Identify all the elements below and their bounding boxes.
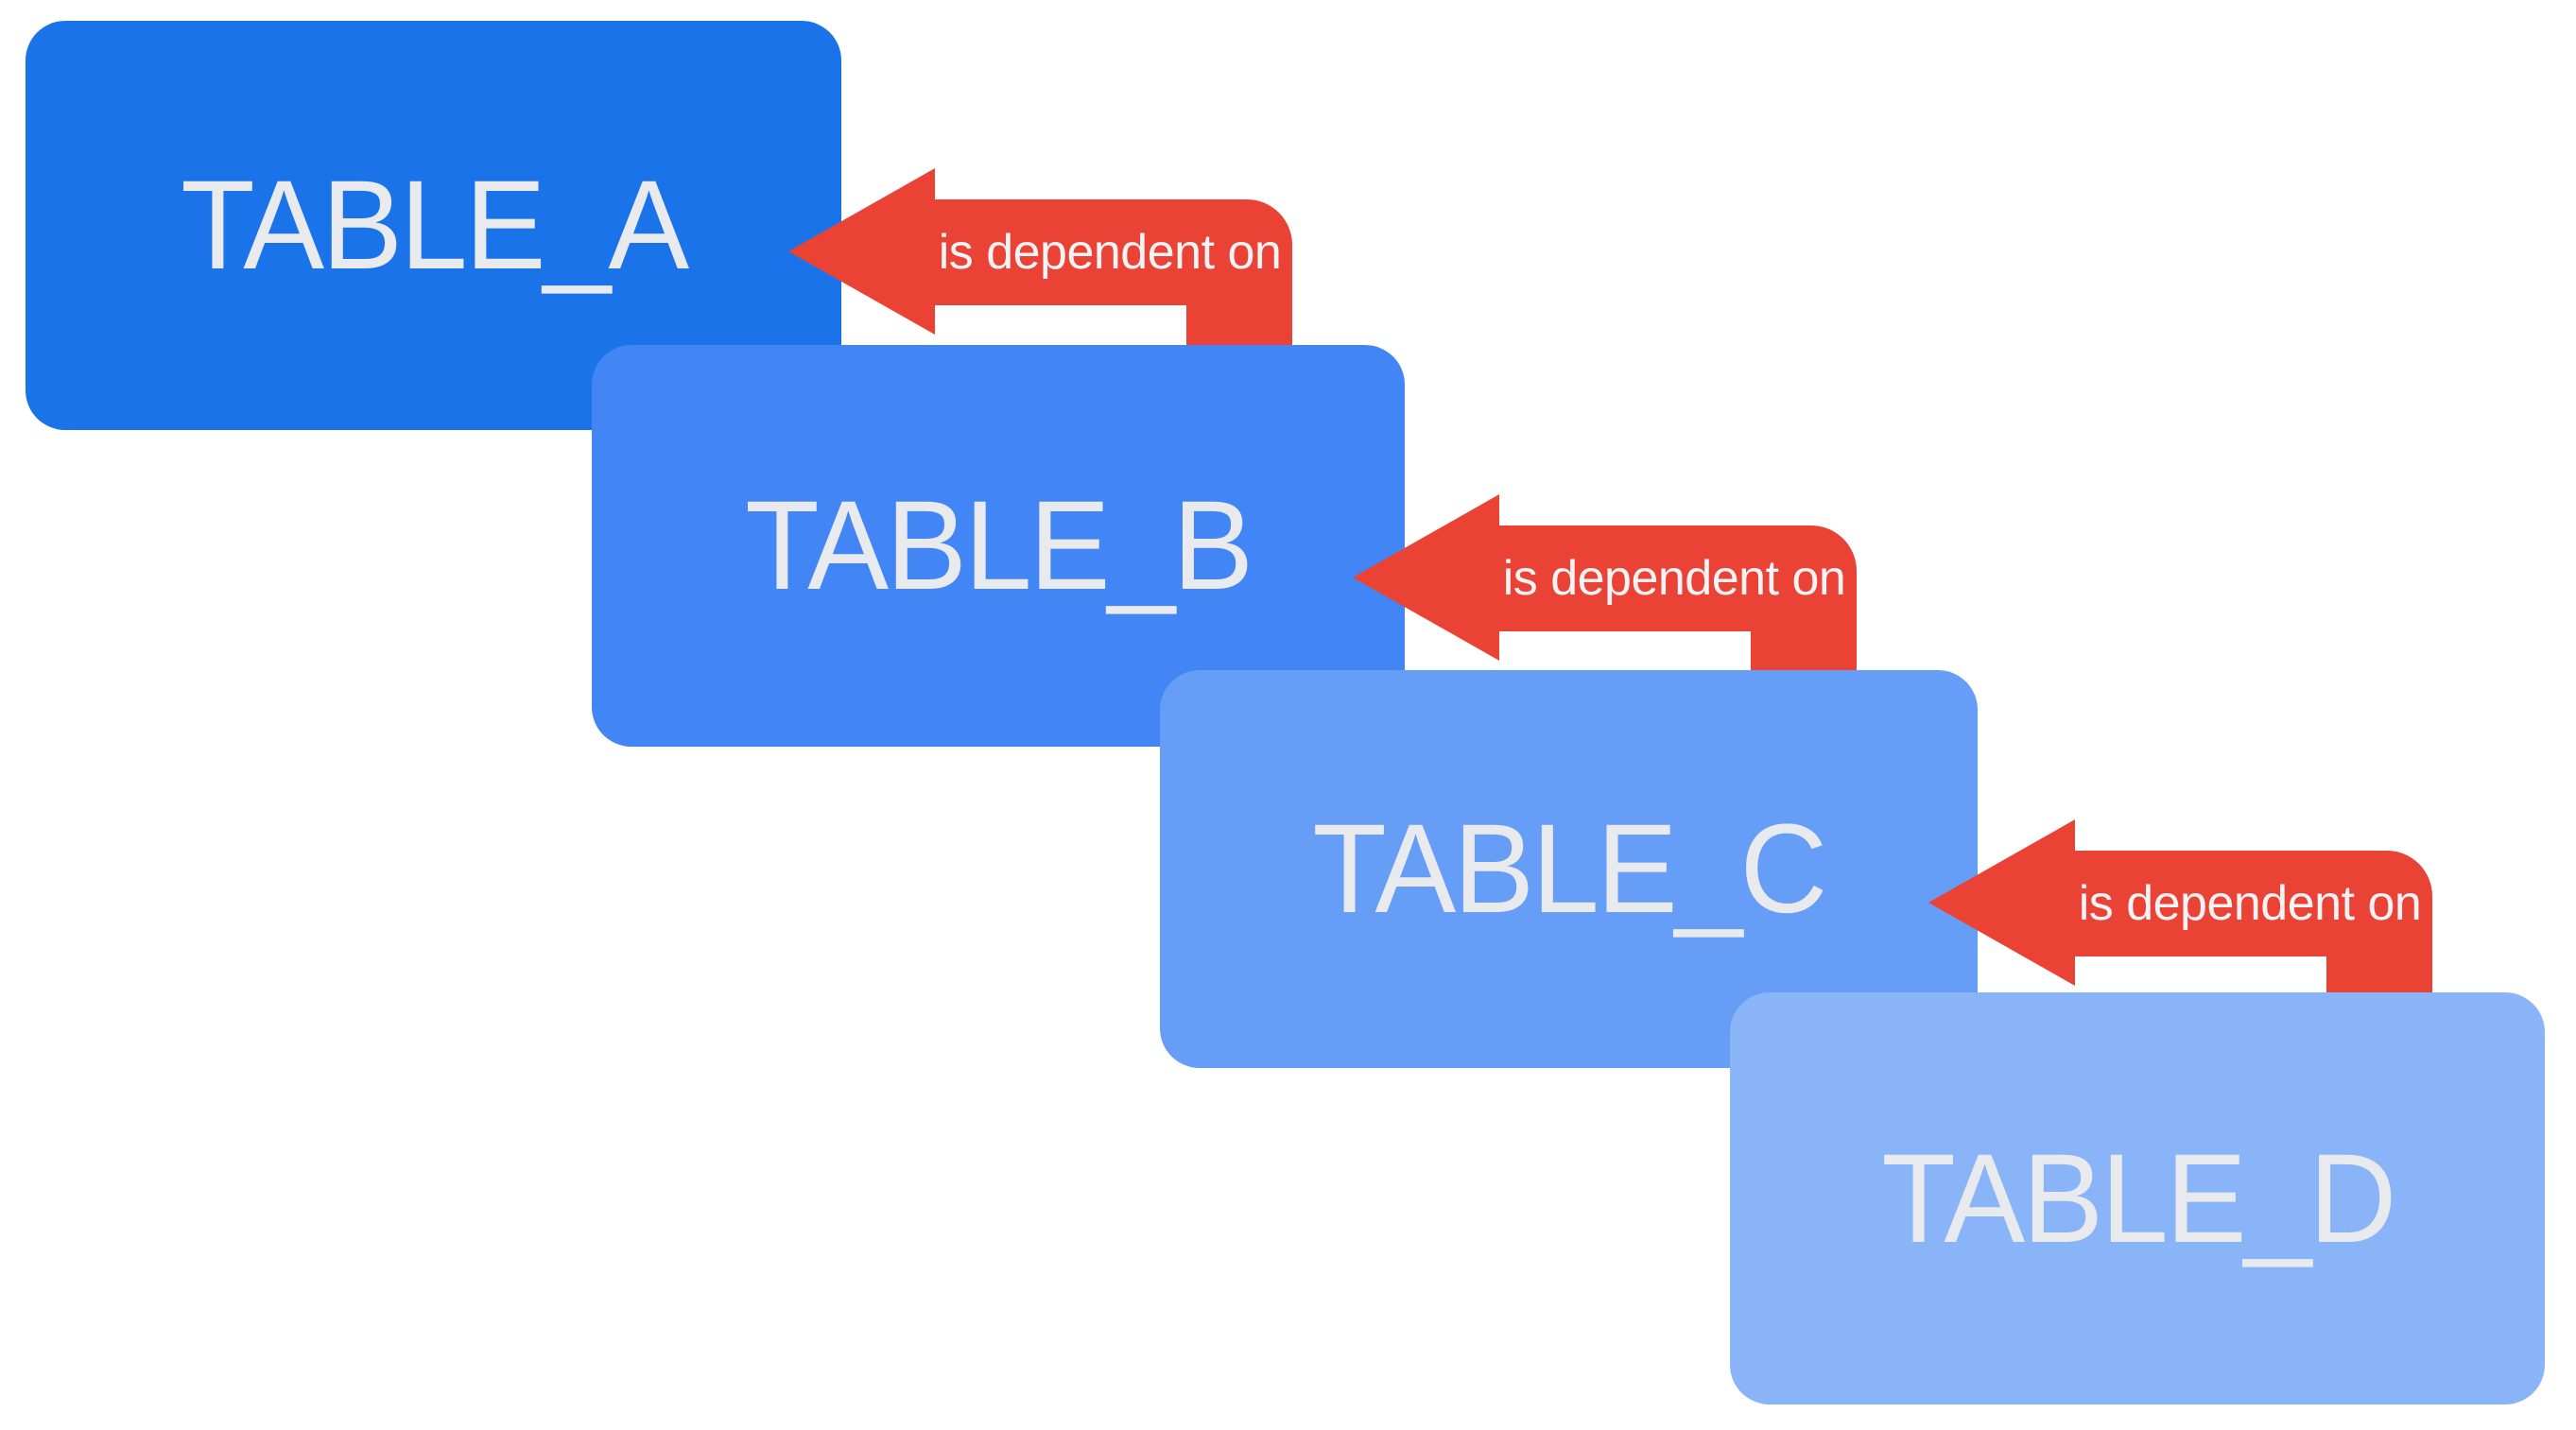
arrow-shape: [1928, 819, 2432, 1001]
dependency-arrow-b-to-a: is dependent on: [788, 168, 1292, 350]
table-b-box: TABLE_B: [592, 345, 1405, 747]
arrow-shape: [788, 168, 1292, 350]
arrow-label: is dependent on: [2079, 876, 2422, 931]
arrow-label: is dependent on: [939, 225, 1282, 280]
table-d-label: TABLE_D: [1880, 1128, 2396, 1269]
table-d-box: TABLE_D: [1730, 992, 2545, 1404]
arrow-label: is dependent on: [1503, 551, 1846, 606]
arrow-shape: [1353, 494, 1857, 676]
dependency-arrow-c-to-b: is dependent on: [1353, 494, 1857, 676]
table-c-label: TABLE_C: [1312, 799, 1827, 939]
table-a-box: TABLE_A: [26, 21, 841, 430]
table-b-label: TABLE_B: [745, 475, 1253, 616]
dependency-arrow-d-to-c: is dependent on: [1928, 819, 2432, 1001]
table-a-label: TABLE_A: [180, 155, 689, 296]
